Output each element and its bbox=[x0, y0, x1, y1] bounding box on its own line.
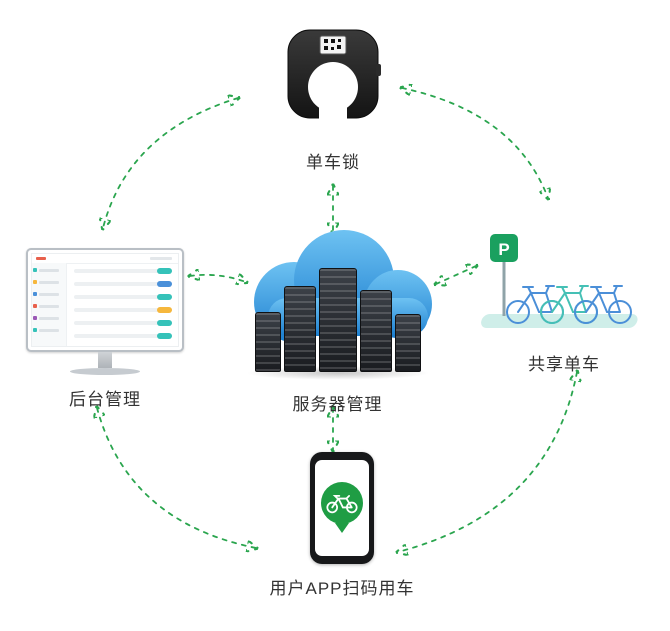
node-label-app: 用户APP扫码用车 bbox=[269, 579, 415, 598]
server-illustration bbox=[232, 228, 444, 380]
phone-icon bbox=[310, 452, 374, 564]
map-pin-icon bbox=[321, 482, 363, 524]
server-tower bbox=[318, 268, 357, 372]
parking-sign-icon: P bbox=[490, 234, 518, 316]
table-row bbox=[74, 268, 172, 274]
node-bikes: P 共享单车 bbox=[478, 230, 650, 375]
bike-lock-icon bbox=[287, 29, 381, 127]
monitor-stand bbox=[98, 352, 112, 368]
server-tower bbox=[254, 312, 281, 372]
monitor-base bbox=[70, 368, 140, 375]
dashboard-topbar bbox=[32, 254, 178, 264]
parking-sign-letter: P bbox=[498, 240, 509, 259]
table-row bbox=[74, 320, 172, 326]
bike-icon bbox=[506, 285, 632, 324]
dashboard-table bbox=[66, 263, 178, 346]
arrow-server-bikes bbox=[436, 266, 476, 284]
shared-bikes-icon: P bbox=[481, 234, 638, 328]
dashboard-sidebar bbox=[32, 263, 67, 346]
arrow-lock-bikes bbox=[402, 88, 548, 198]
qr-code-icon bbox=[319, 35, 347, 55]
node-label-bikes: 共享单车 bbox=[528, 355, 600, 374]
dashboard-screen bbox=[31, 253, 179, 347]
arrow-admin-app bbox=[97, 408, 256, 548]
table-row bbox=[74, 307, 172, 313]
arrow-admin-server bbox=[190, 275, 246, 282]
admin-monitor-icon bbox=[26, 248, 184, 352]
server-rack-icon bbox=[232, 268, 444, 372]
phone-screen bbox=[315, 460, 369, 556]
bike-icon bbox=[326, 494, 358, 514]
node-label-admin: 后台管理 bbox=[69, 390, 141, 409]
node-label-server: 服务器管理 bbox=[292, 395, 383, 414]
arrow-bikes-app bbox=[398, 372, 577, 552]
node-label-lock: 单车锁 bbox=[306, 153, 360, 172]
node-admin: 后台管理 bbox=[20, 248, 190, 410]
server-tower bbox=[359, 290, 392, 372]
node-server: 服务器管理 bbox=[230, 228, 445, 415]
arrow-lock-admin bbox=[103, 98, 238, 228]
table-row bbox=[74, 294, 172, 300]
node-bike-lock: 单车锁 bbox=[268, 26, 398, 173]
server-tower bbox=[283, 286, 316, 372]
table-row bbox=[74, 333, 172, 339]
table-row bbox=[74, 281, 172, 287]
server-tower bbox=[394, 314, 421, 372]
node-app: 用户APP扫码用车 bbox=[242, 452, 442, 599]
